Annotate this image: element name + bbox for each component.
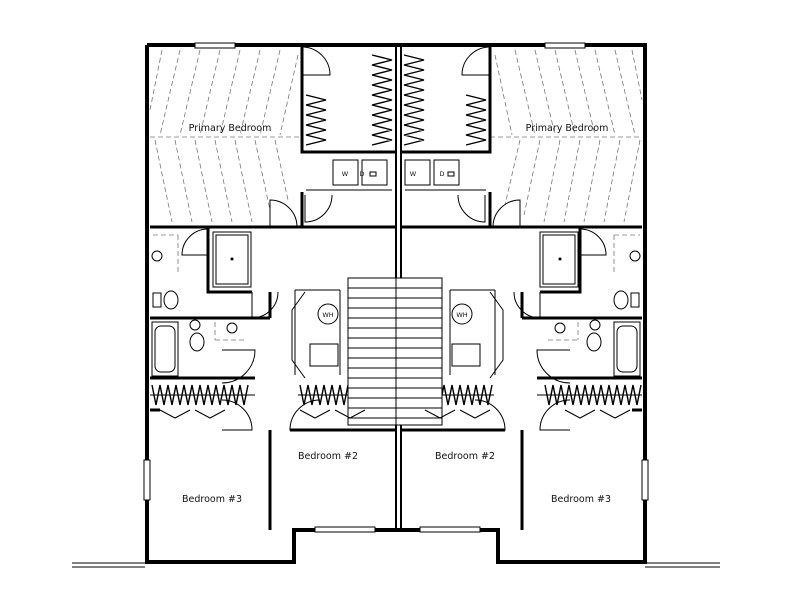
room-label-bed3-left: Bedroom #3 [182,494,242,505]
washer-right [404,159,431,186]
room-label-primary-right: Primary Bedroom [526,123,609,134]
interior-walls-left [150,45,396,530]
room-label-primary-left: Primary Bedroom [189,123,272,134]
room-label-bed2-right: Bedroom #2 [435,451,495,462]
washer-right-label: W [410,170,417,178]
windows [143,42,649,533]
dryer-left-label: D [359,170,364,178]
toilet-hall-right [586,332,602,352]
water-heater-left-label: WH [322,311,333,319]
furnace-right [451,343,481,367]
utility-closet-left: WH [291,291,339,379]
room-label-bed2-left: Bedroom #2 [298,451,358,462]
laundry-right: W D [404,159,486,191]
toilet-primary-right [613,290,629,310]
tub-right [613,321,641,377]
ground-line [72,562,720,568]
sink-left [151,250,163,262]
water-heater-left [317,303,339,325]
room-label-bed3-right: Bedroom #3 [551,494,611,505]
hall-bath-left [151,319,245,377]
hall-bath-right [548,319,641,377]
sink-hall-left [226,322,238,334]
toilet-hall-left [189,332,205,352]
water-heater-right-label: WH [456,311,467,319]
doors-right [424,46,631,431]
staircase [347,277,443,426]
primary-bath-right [539,231,641,310]
sink-right [629,250,641,262]
vaulted-ceiling-lines-right [490,49,643,223]
vaulted-ceiling-lines-left [149,49,302,223]
washer-left-label: W [342,170,349,178]
water-heater-right [451,303,473,325]
primary-bath-left [151,231,252,310]
utility-closet-right: WH [451,291,504,379]
laundry-left: W D [306,159,392,191]
sink-hall-right [554,322,566,334]
closet-hanging-left [150,54,396,406]
dryer-right [433,159,460,186]
toilet-primary-left [163,290,179,310]
interior-walls-right [401,45,642,530]
washer-left [332,159,359,186]
tub-left [151,321,179,377]
doors-left [159,46,366,431]
dryer-right-label: D [439,170,444,178]
furnace-left [309,343,339,367]
